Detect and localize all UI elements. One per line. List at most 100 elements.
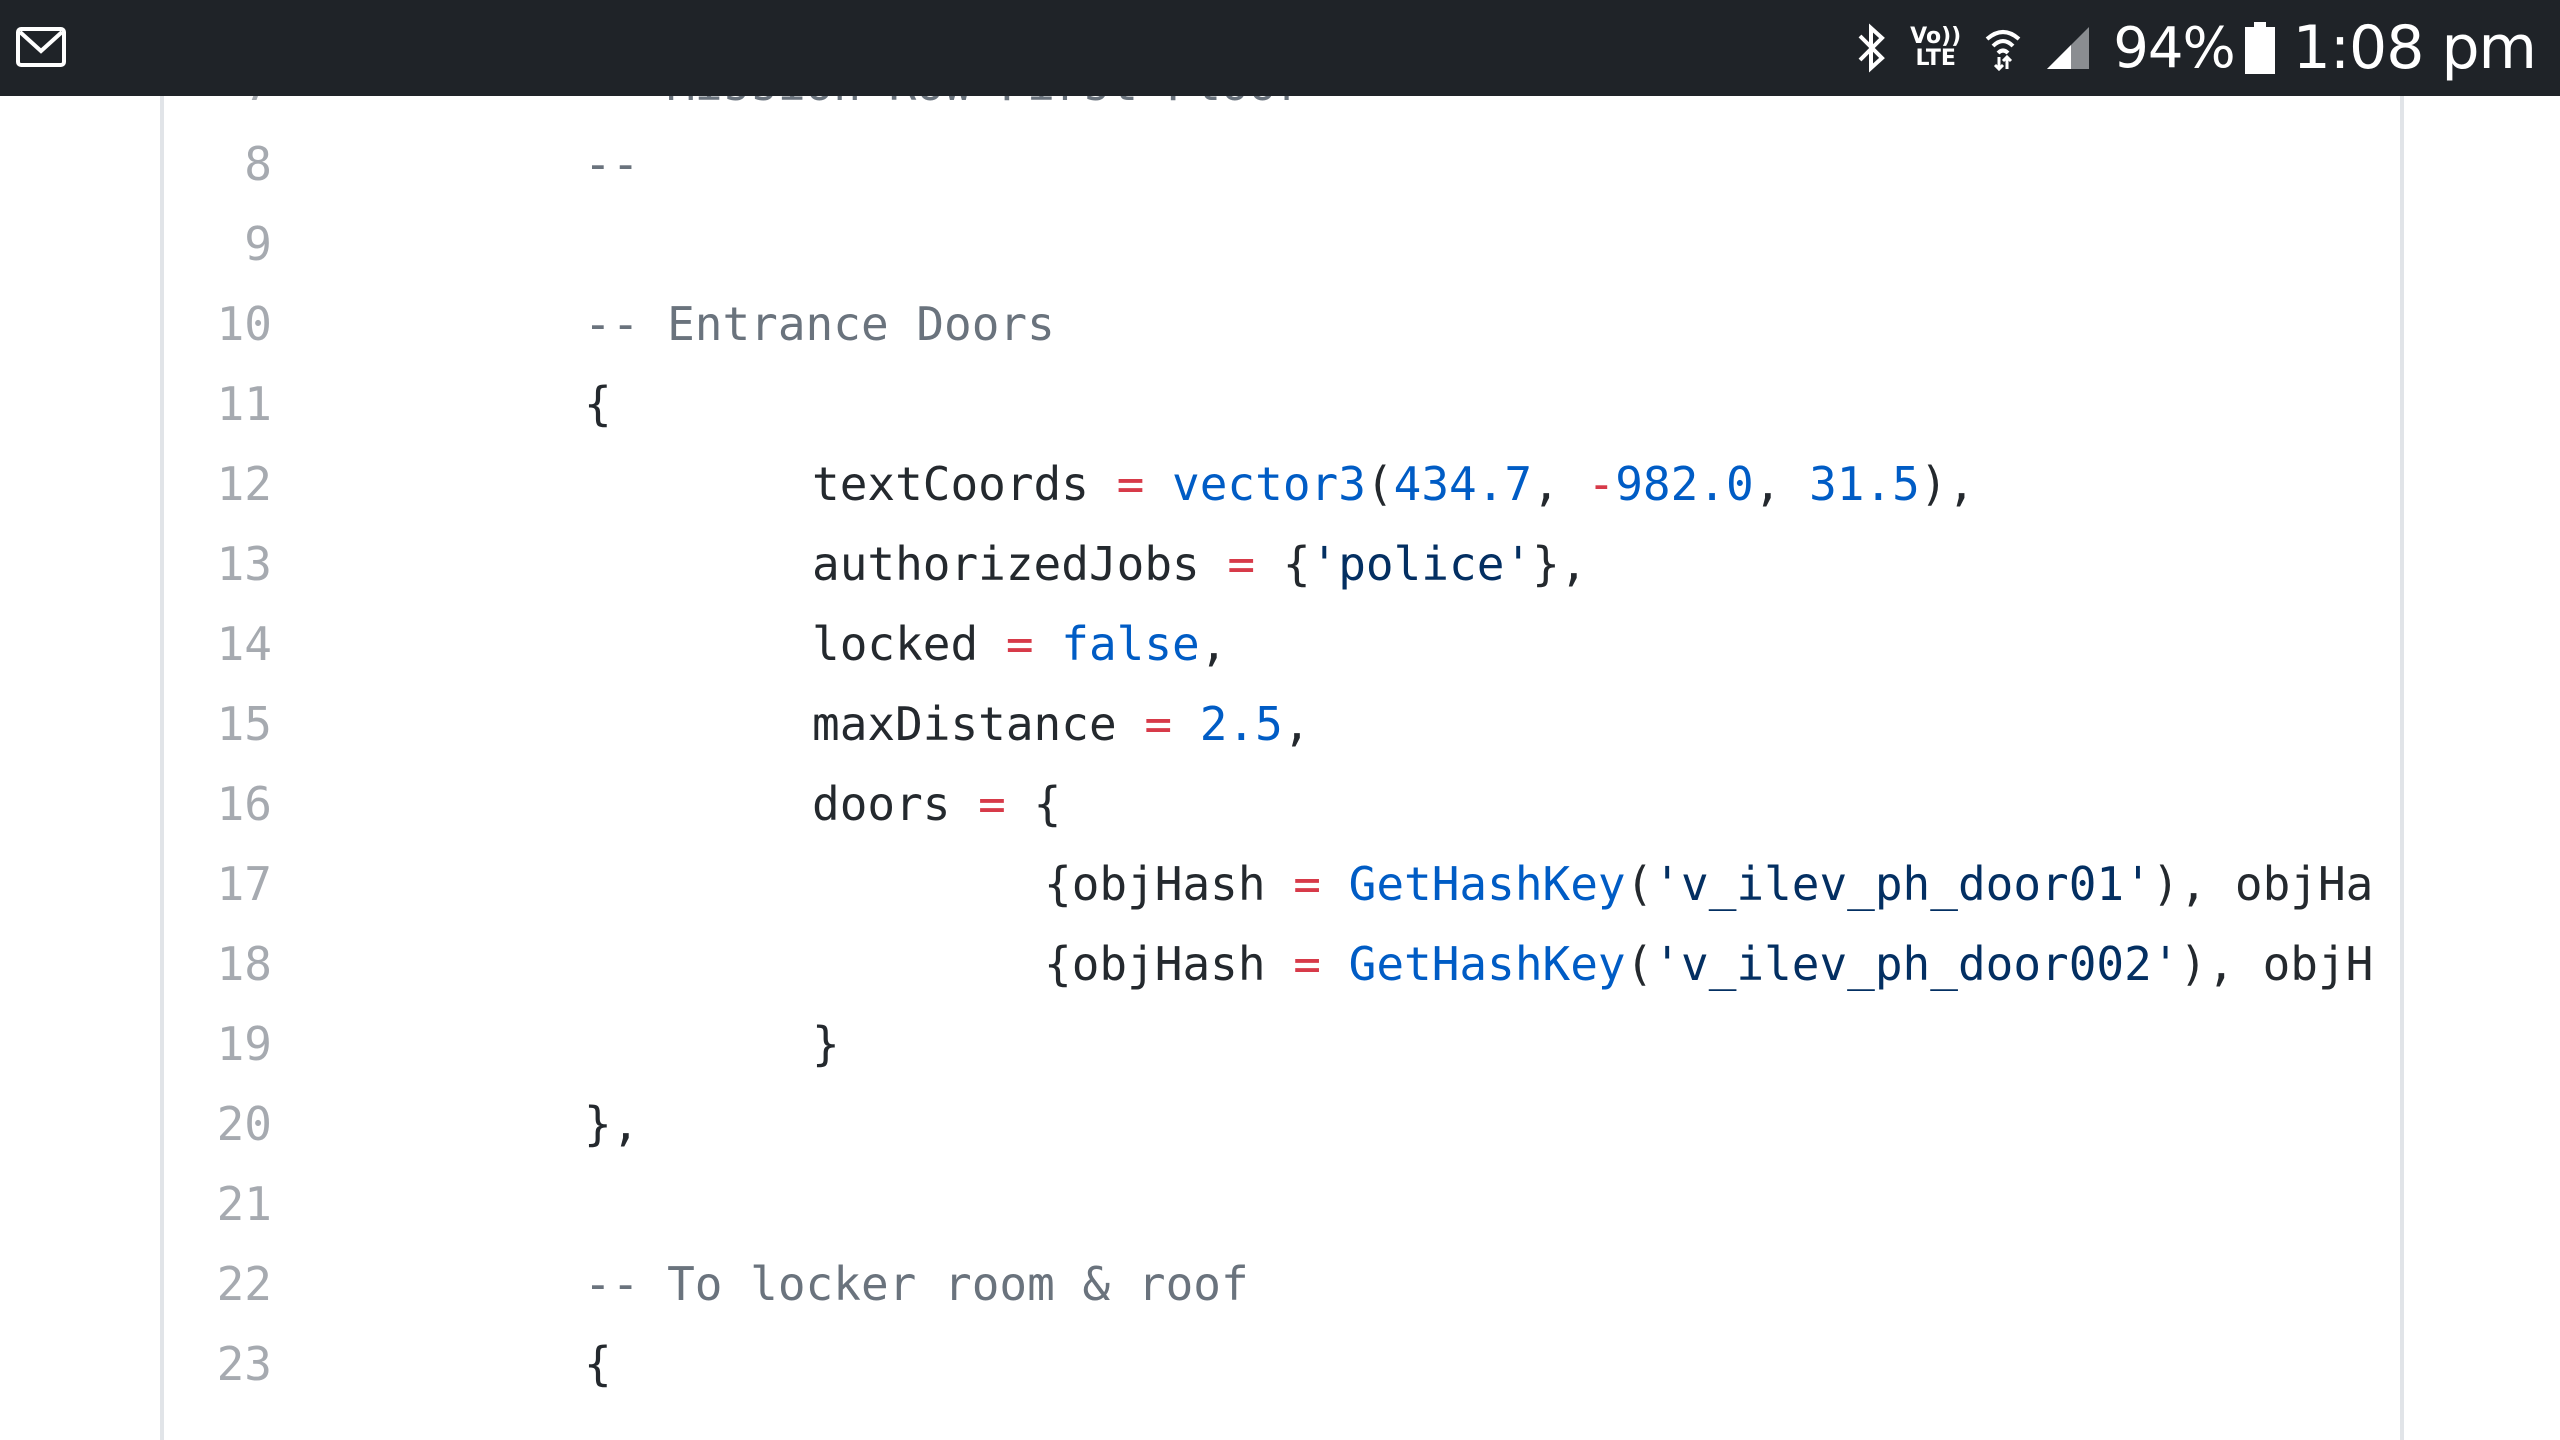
line-number: 16 (216, 777, 272, 831)
line-number: 11 (216, 377, 272, 431)
code-line: 19} (164, 1004, 2400, 1084)
clock: 1:08 pm (2292, 13, 2537, 83)
code-number: 2.5 (1199, 697, 1283, 751)
status-icons: Vo))LTE 94% 1:08 pm (1834, 0, 2537, 96)
code-punct: } (812, 1017, 840, 1071)
code-line: 15 maxDistance = 2.5, (164, 684, 2400, 764)
line-number: 9 (244, 217, 272, 271)
code-operator: = (1116, 457, 1145, 511)
code-function: vector3 (1172, 457, 1366, 511)
code-number: 434.7 (1393, 457, 1533, 511)
code-operator: = (1144, 697, 1173, 751)
code-operator: = (1227, 537, 1256, 591)
code-operator: = (1293, 857, 1321, 911)
code-text: authorizedJobs = {'police'}, (812, 537, 1587, 591)
line-number: 13 (216, 537, 272, 591)
code-punct: { (1033, 777, 1062, 831)
code-text: {objHash = GetHashKey('v_ilev_ph_door01'… (1044, 857, 2373, 911)
code-line: 10 -- Entrance Doors (164, 284, 2400, 364)
code-punct: { (584, 377, 612, 431)
code-punct: ), objH (2179, 937, 2374, 991)
code-line: 20}, (164, 1084, 2400, 1164)
code-key: locked (812, 617, 1006, 671)
code-text: maxDistance = 2.5, (812, 697, 1311, 751)
battery-icon (2244, 22, 2275, 74)
code-punct: , (1753, 457, 1810, 511)
code-text: {objHash = GetHashKey('v_ilev_ph_door002… (1044, 937, 2373, 991)
line-number: 17 (216, 857, 272, 911)
code-text: { (584, 1337, 612, 1391)
code-lines: 7 -- Mission Row First Floor 8 -- 9 10 -- Entr… (164, 96, 2400, 1404)
code-punct: { (584, 1337, 612, 1391)
line-number: 8 (244, 137, 272, 191)
battery-percent: 94% (2113, 15, 2235, 81)
code-text: -- To locker room & roof (584, 1257, 1249, 1311)
line-number: 15 (216, 697, 272, 751)
code-line: 23 { (164, 1324, 2400, 1404)
line-number: 12 (216, 457, 272, 511)
code-line: 17 {objHash = GetHashKey('v_ilev_ph_door0… (164, 844, 2400, 924)
code-string: 'police' (1310, 537, 1533, 591)
wifi-icon (1983, 25, 2023, 71)
code-key: authorizedJobs (812, 537, 1228, 591)
code-comment: -- Mission Row First Floor (584, 96, 1304, 111)
line-number: 20 (216, 1097, 272, 1151)
status-bar: Vo))LTE 94% 1:08 pm (0, 0, 2560, 96)
code-text: } (812, 1017, 840, 1071)
code-key: textCoords (812, 457, 1117, 511)
code-punct: ( (1625, 857, 1654, 911)
code-text: -- Mission Row First Floor (584, 96, 1304, 111)
code-line: 8 -- (164, 124, 2400, 204)
line-number: 10 (216, 297, 272, 351)
code-punct: ), (1919, 457, 1976, 511)
code-text: doors = { (812, 777, 1061, 831)
code-comment: -- Entrance Doors (584, 297, 1055, 351)
signal-icon (2045, 25, 2091, 71)
code-function: GetHashKey (1348, 937, 1626, 991)
line-number: 19 (216, 1017, 272, 1071)
code-punct: {objHash (1044, 937, 1294, 991)
code-punct: , (1199, 617, 1228, 671)
code-line: 13 authorizedJobs = {'police'}, (164, 524, 2400, 604)
code-punct: ), objHa (2151, 857, 2374, 911)
code-line: 18{objHash = GetHashKey('v_ilev_ph_door0… (164, 924, 2400, 1004)
bluetooth-icon (1856, 22, 1888, 74)
code-text: -- (584, 137, 639, 191)
code-line: 21 (164, 1164, 2400, 1244)
line-number: 22 (216, 1257, 272, 1311)
code-key: maxDistance (812, 697, 1145, 751)
code-line: 12 textCoords = vector3(434.7, -982.0, 31… (164, 444, 2400, 524)
code-punct: }, (584, 1097, 640, 1151)
code-keyword: false (1061, 617, 1200, 671)
code-punct: }, (1532, 537, 1588, 591)
code-comment: -- To locker room & roof (584, 1257, 1249, 1311)
code-punct: ( (1365, 457, 1394, 511)
code-line: 7 -- Mission Row First Floor (164, 96, 2400, 124)
code-punct: ( (1625, 937, 1654, 991)
code-function: GetHashKey (1348, 857, 1626, 911)
gmail-icon (16, 27, 66, 67)
code-line: 9 (164, 204, 2400, 284)
code-text: -- Entrance Doors (584, 297, 1055, 351)
code-line: 22 -- To locker room & roof (164, 1244, 2400, 1324)
line-number: 7 (164, 96, 272, 111)
code-viewer[interactable]: 7 -- Mission Row First Floor 8 -- 9 10 -- Entr… (160, 96, 2404, 1440)
code-text: textCoords = vector3(434.7, -982.0, 31.5… (812, 457, 1975, 511)
code-operator: - (1587, 457, 1616, 511)
code-text: }, (584, 1097, 639, 1151)
volte-icon: Vo))LTE (1910, 24, 1962, 71)
code-punct: { (1282, 537, 1311, 591)
code-operator: = (1293, 937, 1321, 991)
code-operator: = (978, 777, 1006, 831)
line-number: 23 (216, 1337, 272, 1391)
code-operator: = (1005, 617, 1034, 671)
code-punct: {objHash (1044, 857, 1294, 911)
code-punct: , (1282, 697, 1311, 751)
code-comment: -- (584, 137, 640, 191)
code-string: 'v_ilev_ph_door01' (1653, 857, 2152, 911)
code-number: 31.5 (1809, 457, 1920, 511)
code-key: doors (812, 777, 979, 831)
code-line: 11 { (164, 364, 2400, 444)
code-punct: , (1532, 457, 1588, 511)
